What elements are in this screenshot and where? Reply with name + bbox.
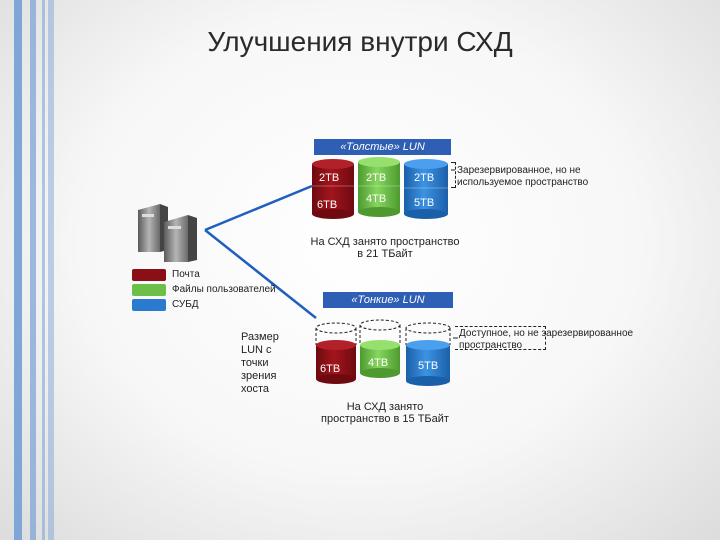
thick-occupied-text: На СХД занято пространство в 21 ТБайт bbox=[300, 236, 470, 260]
lun-size-note: Размер LUN с точки зрения хоста bbox=[241, 331, 301, 396]
thin-cylinder-red bbox=[316, 340, 356, 384]
thin-note-bracket bbox=[455, 326, 546, 350]
server-icon bbox=[138, 204, 168, 252]
lun-size-line-1: Размер bbox=[241, 331, 279, 343]
thick-value-blue: 5ТB bbox=[414, 197, 434, 209]
thin-occupied-line-1: На СХД занято bbox=[346, 401, 424, 413]
lun-size-line-2: LUN с bbox=[241, 344, 272, 356]
legend-label-files: Файлы пользователей bbox=[172, 284, 276, 295]
thick-reserved-note: Зарезервированное, но не используемое пр… bbox=[457, 165, 589, 188]
thin-available-note: Доступное, но не зарезервированное прост… bbox=[459, 328, 634, 351]
thin-lun-label: «Тонкие» LUN bbox=[323, 292, 453, 308]
thin-cylinder-blue bbox=[406, 340, 450, 386]
decor-stripe-3 bbox=[42, 0, 45, 540]
thick-value-red: 6ТB bbox=[317, 199, 337, 211]
thin-value-red: 6ТB bbox=[320, 363, 340, 375]
server-icon bbox=[164, 215, 197, 262]
link-thin bbox=[204, 229, 317, 319]
thin-outline-blue bbox=[405, 322, 451, 345]
thin-occupied-text: На СХД занято пространство в 15 ТБайт bbox=[305, 401, 465, 425]
decor-stripe-1 bbox=[14, 0, 22, 540]
link-thick bbox=[204, 184, 313, 232]
thin-outline-red bbox=[315, 322, 357, 345]
thin-value-green: 4ТB bbox=[368, 357, 388, 369]
legend-swatch-mail bbox=[132, 269, 166, 281]
thick-cylinder-blue bbox=[404, 159, 448, 219]
thin-value-blue: 5ТB bbox=[418, 360, 438, 372]
lun-size-line-5: хоста bbox=[241, 383, 270, 395]
legend-swatch-files bbox=[132, 284, 166, 296]
thick-note-bracket bbox=[451, 162, 456, 188]
thick-lun-label: «Толстые» LUN bbox=[314, 139, 451, 155]
decor-stripe-2 bbox=[30, 0, 36, 540]
thick-occupied-line-2: в 21 ТБайт bbox=[357, 248, 413, 260]
legend-label-dbms: СУБД bbox=[172, 299, 199, 310]
legend-label-mail: Почта bbox=[172, 269, 200, 280]
thin-occupied-line-2: пространство в 15 ТБайт bbox=[321, 413, 449, 425]
legend-swatch-dbms bbox=[132, 299, 166, 311]
lun-size-line-4: зрения bbox=[241, 370, 277, 382]
thin-outline-green bbox=[359, 319, 401, 345]
thin-cylinder-green bbox=[360, 340, 400, 378]
thick-cylinder-red bbox=[312, 159, 354, 219]
thick-cap-label-2: 2ТB bbox=[366, 172, 386, 184]
thick-value-green: 4ТB bbox=[366, 193, 386, 205]
thick-cap-label-3: 2ТB bbox=[414, 172, 434, 184]
thick-cylinder-green bbox=[358, 157, 400, 217]
thick-occupied-line-1: На СХД занято пространство bbox=[310, 236, 460, 248]
page-title: Улучшения внутри СХД bbox=[207, 26, 513, 57]
thick-cap-label-1: 2ТB bbox=[319, 172, 339, 184]
decor-stripe-4 bbox=[48, 0, 54, 540]
lun-size-line-3: точки bbox=[241, 357, 269, 369]
